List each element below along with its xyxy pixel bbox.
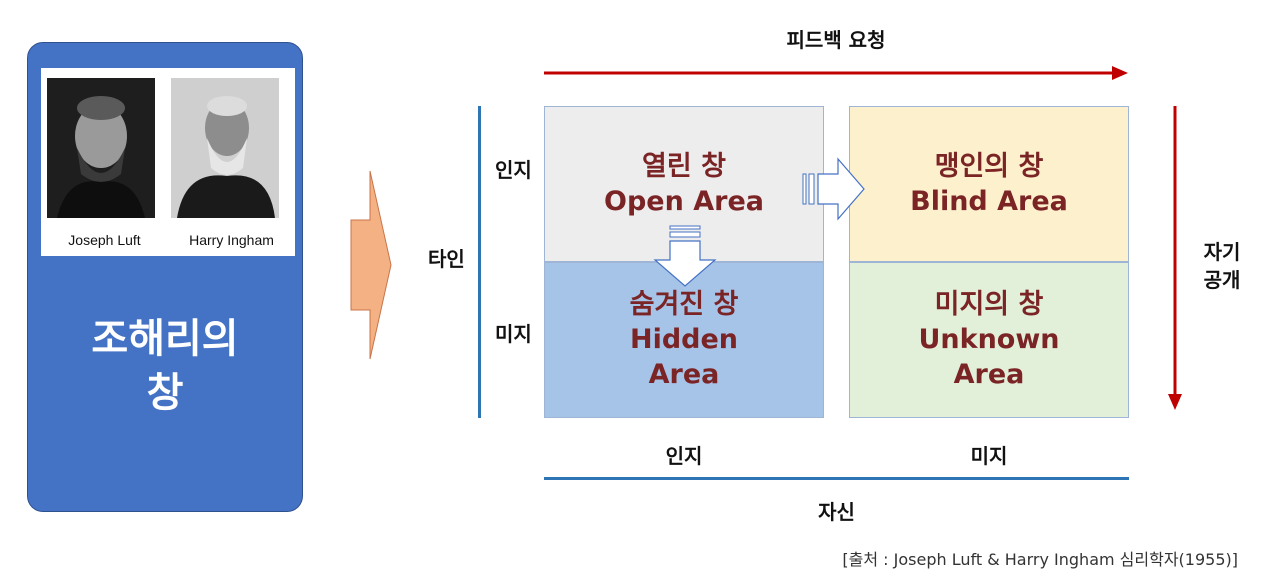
quadrant-open-en: Open Area bbox=[604, 186, 764, 217]
caption-harry-ingham: Harry Ingham bbox=[189, 232, 274, 248]
portrait-joseph-luft bbox=[47, 78, 155, 218]
right-axis-label-line1: 자기 bbox=[1203, 240, 1241, 264]
left-axis-label: 타인 bbox=[428, 247, 465, 271]
top-axis-label: 피드백 요청 bbox=[786, 28, 886, 52]
right-axis-label: 자기 공개 bbox=[1196, 238, 1248, 294]
card-title: 조해리의 창 bbox=[27, 312, 303, 420]
bottom-col-label-unknown: 미지 bbox=[970, 444, 1008, 468]
portrait-panel: Joseph Luft Harry Ingham bbox=[41, 68, 295, 256]
quadrant-unknown-en1: Unknown bbox=[918, 324, 1060, 355]
quadrant-unknown: 미지의 창 Unknown Area bbox=[849, 262, 1129, 418]
left-row-label-known: 인지 bbox=[495, 158, 532, 182]
open-to-blind-arrow bbox=[802, 157, 865, 221]
bottom-axis-line bbox=[544, 477, 1129, 480]
open-to-hidden-arrow bbox=[653, 225, 717, 287]
big-right-arrow bbox=[350, 170, 392, 360]
top-axis-arrow bbox=[544, 66, 1128, 80]
card-title-line1: 조해리의 bbox=[91, 316, 239, 362]
right-axis-arrow bbox=[1168, 106, 1182, 410]
card-title-line2: 창 bbox=[146, 370, 184, 416]
quadrant-blind-ko: 맹인의 창 bbox=[934, 151, 1044, 182]
quadrant-blind: 맹인의 창 Blind Area bbox=[849, 106, 1129, 262]
left-row-label-unknown: 미지 bbox=[495, 322, 532, 346]
quadrant-hidden-ko: 숨겨진 창 bbox=[629, 289, 739, 320]
quadrant-hidden: 숨겨진 창 Hidden Area bbox=[544, 262, 824, 418]
quadrant-blind-en: Blind Area bbox=[910, 186, 1068, 217]
bottom-col-label-known: 인지 bbox=[665, 444, 703, 468]
source-citation: [출처 : Joseph Luft & Harry Ingham 심리학자(19… bbox=[842, 550, 1238, 569]
quadrant-hidden-en2: Area bbox=[648, 359, 720, 390]
quadrant-open-ko: 열린 창 bbox=[642, 151, 726, 182]
quadrant-hidden-en1: Hidden bbox=[629, 324, 739, 355]
bottom-axis-label: 자신 bbox=[818, 500, 855, 524]
portrait-harry-ingham bbox=[171, 78, 279, 218]
quadrant-unknown-ko: 미지의 창 bbox=[934, 289, 1044, 320]
caption-joseph-luft: Joseph Luft bbox=[68, 232, 141, 248]
quadrant-unknown-en2: Area bbox=[953, 359, 1025, 390]
left-axis-line bbox=[478, 106, 481, 418]
right-axis-label-line2: 공개 bbox=[1203, 268, 1241, 292]
